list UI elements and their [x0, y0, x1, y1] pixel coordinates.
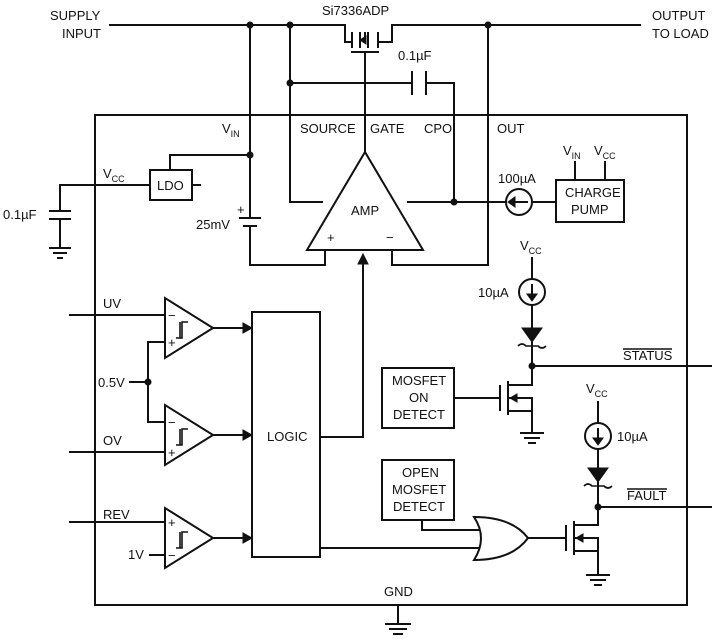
- mosfet-on-detect-label: ON: [409, 390, 429, 405]
- mosfet-part-label: Si7336ADP: [322, 3, 389, 18]
- hysteresis-icon: [176, 321, 188, 339]
- ldo-label: LDO: [157, 178, 184, 193]
- junction-dot: [528, 362, 536, 370]
- charge-pump-block: [555, 179, 625, 223]
- cp-vcc-label: VCC: [594, 143, 616, 161]
- ldo-block: [149, 169, 193, 201]
- amp-plus: +: [327, 230, 335, 245]
- cpo-capacitor: [411, 71, 427, 95]
- junction-dot: [450, 198, 458, 206]
- mosfet-on-detect-label: MOSFET: [392, 373, 446, 388]
- logic-label: LOGIC: [267, 429, 307, 444]
- charge-pump-label: CHARGE: [565, 185, 621, 200]
- open-mosfet-detect-block: [381, 459, 455, 521]
- out-pin-label: OUT: [497, 121, 525, 136]
- logic-block: [251, 311, 321, 558]
- ic-outline: [94, 114, 688, 606]
- diode-symbol: [521, 327, 543, 343]
- junction-dot: [286, 79, 294, 87]
- gate-pin-label: GATE: [370, 121, 405, 136]
- rev-label: REV: [103, 507, 130, 522]
- supply-input-label: INPUT: [62, 26, 101, 41]
- junction-dot: [286, 21, 294, 29]
- supply-input-label: SUPPLY: [50, 8, 101, 23]
- amp-minus: −: [386, 230, 394, 245]
- ov-comparator: [164, 403, 215, 467]
- current-100ua-label: 100µA: [498, 171, 536, 186]
- power-path-wires: [109, 24, 641, 266]
- diode-symbol: [587, 467, 609, 483]
- comparator-minus: −: [168, 548, 176, 563]
- open-mosfet-detect-label: DETECT: [393, 499, 445, 514]
- vcc-fault-label: VCC: [586, 381, 608, 399]
- mosfet-on-detect-label: DETECT: [393, 407, 445, 422]
- offset-voltage-source: [239, 217, 261, 227]
- current-10ua-label: 10µA: [617, 429, 648, 444]
- comparator-plus: +: [168, 515, 176, 530]
- comparator-minus: −: [168, 415, 176, 430]
- amp-triangle: [305, 150, 425, 251]
- fault-label: FAULT: [627, 488, 667, 503]
- amp-label: AMP: [351, 203, 379, 218]
- comparator-minus: −: [168, 308, 176, 323]
- vcc-status-label: VCC: [520, 238, 542, 256]
- source-pin-label: SOURCE: [300, 121, 356, 136]
- hysteresis-icon: [176, 531, 188, 549]
- hysteresis-icon: [176, 428, 188, 446]
- uv-label: UV: [103, 296, 121, 311]
- uv-comparator: [164, 296, 215, 360]
- external-mosfet-symbol: [344, 24, 393, 53]
- vcc-pin-label: VCC: [103, 166, 125, 184]
- ov-label: OV: [103, 433, 122, 448]
- or-gate: [472, 515, 530, 562]
- rev-comparator: [164, 506, 215, 570]
- cpo-pin-label: CPO: [424, 121, 452, 136]
- open-mosfet-detect-label: MOSFET: [392, 482, 446, 497]
- ref-1v-label: 1V: [128, 547, 144, 562]
- junction-dot: [246, 21, 254, 29]
- comparator-plus: +: [168, 445, 176, 460]
- open-mosfet-detect-label: OPEN: [402, 465, 439, 480]
- gnd-label: GND: [384, 584, 413, 599]
- offset-label: 25mV: [196, 217, 230, 232]
- output-label: TO LOAD: [652, 26, 709, 41]
- ref-05v-label: 0.5V: [98, 375, 125, 390]
- junction-dot: [594, 503, 602, 511]
- cpo-cap-label: 0.1µF: [398, 48, 432, 63]
- vcc-ldo-wires: [49, 154, 251, 259]
- current-10ua-label: 10µA: [478, 285, 509, 300]
- vcc-cap-label: 0.1µF: [3, 207, 37, 222]
- fault-nmos-transistor: [565, 521, 610, 586]
- vin-pin-label: VIN: [222, 121, 240, 139]
- charge-pump-label: PUMP: [571, 202, 609, 217]
- logic-input-wires: [212, 322, 254, 544]
- output-label: OUTPUT: [652, 8, 706, 23]
- status-label: STATUS: [623, 348, 673, 363]
- status-nmos-transistor: [499, 381, 544, 444]
- offset-plus: +: [237, 202, 245, 217]
- junction-dot: [144, 378, 152, 386]
- junction-dot: [484, 21, 492, 29]
- comparator-plus: +: [168, 335, 176, 350]
- cp-vin-label: VIN: [563, 143, 581, 161]
